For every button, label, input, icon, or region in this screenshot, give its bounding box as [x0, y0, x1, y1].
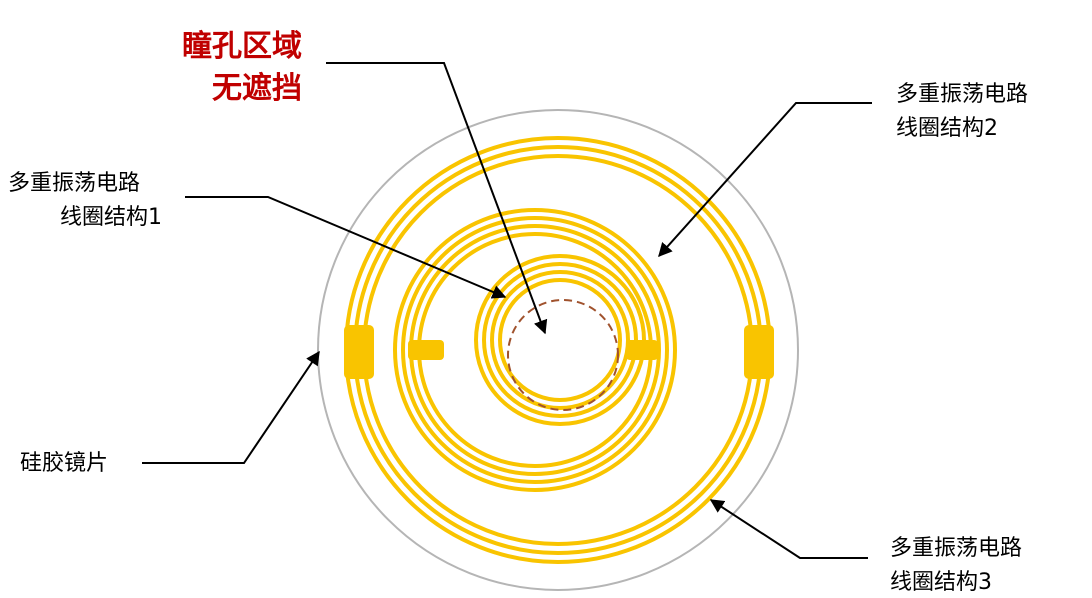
leader-lines — [142, 62, 872, 559]
pupil-label-line-2: 无遮挡 — [212, 71, 302, 106]
coil-1-label-line-2: 线圈结构1 — [60, 205, 162, 230]
coil-structure-1 — [474, 254, 646, 426]
pupil-region — [507, 299, 619, 411]
lens-leader-line — [142, 350, 320, 464]
coil-3-pad-left — [344, 325, 374, 379]
coil-1-ring-1 — [474, 254, 646, 426]
coil-2-leader-line — [658, 102, 872, 258]
pupil-leader-line — [326, 62, 548, 335]
coil-3-label-line-2: 线圈结构3 — [890, 570, 992, 595]
coil-2-ring-3 — [409, 224, 661, 476]
coil-1-ring-4 — [498, 278, 622, 402]
coil-2-pad-left — [408, 340, 444, 360]
coil-2-ring-1 — [393, 208, 677, 492]
coil-1-label-line-1: 多重振荡电路 — [8, 171, 140, 196]
coil-1-ring-2 — [482, 262, 638, 418]
pupil-label-line-1: 瞳孔区域 — [182, 29, 302, 64]
coil-1-ring-3 — [490, 270, 630, 410]
coil-3-leader-line — [709, 499, 868, 559]
coil-1-leader-line — [185, 196, 507, 299]
coil-2-label-line-2: 线圈结构2 — [896, 116, 998, 141]
coil-3-pad-right — [744, 325, 774, 379]
coil-3-label-line-1: 多重振荡电路 — [890, 536, 1022, 561]
lens-label: 硅胶镜片 — [20, 451, 108, 476]
coil-2-ring-2 — [401, 216, 669, 484]
silicone-lens-outline — [317, 109, 799, 591]
coil-2-label-line-1: 多重振荡电路 — [896, 82, 1028, 107]
